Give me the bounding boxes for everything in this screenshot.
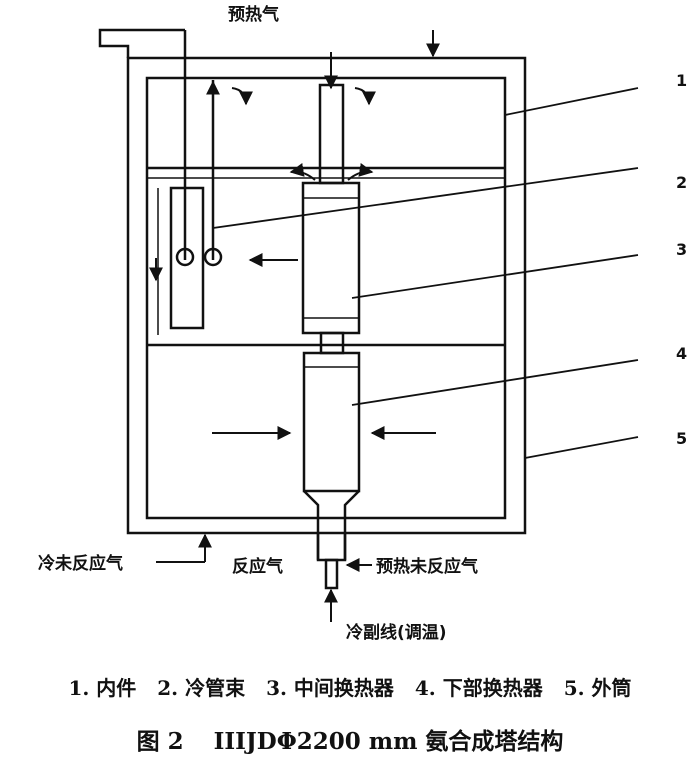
flow-arrow-plate-left bbox=[289, 163, 316, 181]
connection-pipe bbox=[319, 331, 345, 355]
label-cold-bypass: 冷副线(调温) bbox=[346, 622, 447, 643]
label-preheat-gas: 预热气 bbox=[228, 4, 279, 25]
reactor-structure-svg: 1 2 3 4 5 预热气 冷未反应气 反应气 预热未反应气 冷副线(调温) bbox=[38, 4, 687, 643]
component-legend: 1. 内件 2. 冷管束 3. 中间换热器 4. 下部换热器 5. 外筒 bbox=[0, 672, 700, 701]
figure-caption: 图 2 IIIJDΦ2200 mm 氨合成塔结构 bbox=[0, 722, 700, 756]
flow-curl-left bbox=[231, 87, 253, 106]
middle-heat-exchanger bbox=[301, 181, 361, 335]
label-reacted-gas: 反应气 bbox=[232, 556, 283, 577]
legend-item: 3. 中间换热器 bbox=[266, 676, 394, 700]
tube-end bbox=[203, 247, 223, 267]
legend-item: 1. 内件 bbox=[68, 676, 137, 700]
callout-3: 3 bbox=[676, 240, 687, 259]
callout-1: 1 bbox=[676, 71, 687, 90]
legend-item: 2. 冷管束 bbox=[157, 676, 246, 700]
leader-line-4 bbox=[351, 359, 639, 406]
label-preheated-unreacted-gas: 预热未反应气 bbox=[376, 556, 478, 577]
inner-basket bbox=[145, 76, 507, 520]
callout-4: 4 bbox=[676, 344, 687, 363]
figure-title: IIIJDΦ2200 mm 氨合成塔结构 bbox=[213, 728, 564, 755]
outer-shell bbox=[126, 56, 527, 535]
flow-curl-right bbox=[354, 87, 376, 106]
leader-line-3 bbox=[351, 254, 639, 299]
legend-item: 4. 下部换热器 bbox=[414, 676, 543, 700]
cold-tube-bundle bbox=[169, 186, 205, 330]
callout-5: 5 bbox=[676, 429, 687, 448]
legend-item: 5. 外筒 bbox=[563, 676, 632, 700]
bypass-pipe bbox=[324, 558, 339, 590]
top-nozzle bbox=[98, 28, 185, 58]
lower-heat-exchanger bbox=[302, 351, 361, 493]
leader-line-5 bbox=[524, 436, 639, 459]
callout-2: 2 bbox=[676, 173, 687, 192]
funnel bbox=[303, 490, 360, 560]
label-cold-unreacted-gas: 冷未反应气 bbox=[38, 553, 123, 574]
flow-arrow-plate-right bbox=[347, 163, 374, 181]
reacted-gas-outlet bbox=[316, 533, 347, 562]
figure-number: 图 2 bbox=[136, 728, 184, 755]
leader-line-2 bbox=[212, 167, 639, 229]
tube-end bbox=[175, 247, 195, 267]
leader-line-1 bbox=[504, 87, 639, 116]
